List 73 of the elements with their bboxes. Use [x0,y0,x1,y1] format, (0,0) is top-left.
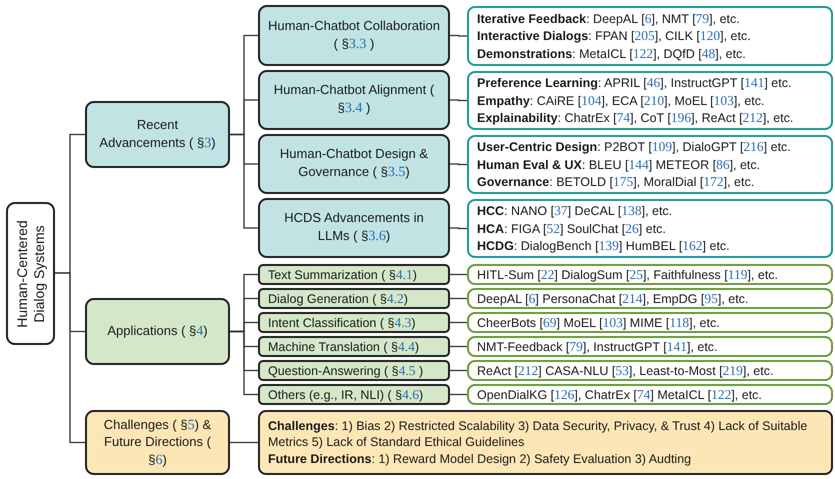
category-label: Applications ( §4) [106,322,209,341]
method-list-text: Iterative Feedback: DeepAL [6], NMT [79], etc. [477,10,740,28]
method-list-box [467,312,833,333]
category-label: Human-Chatbot Alignment ( §3.4 ) [272,82,436,118]
category-box [258,198,450,258]
root-box [6,202,55,345]
category-box [85,101,230,168]
method-list-text: Future Directions: 1) Reward Model Design 2) Safety Evaluation 3) Audting [268,450,692,467]
category-box [258,360,450,381]
category-label: HCDS Advancements in LLMs ( §3.6) [283,210,425,246]
method-list-text: Governance: BETOLD [175], MoralDial [172], etc. [477,173,754,191]
method-list-text: Empathy: CAiRE [104], ECA [210], MoEL [103], etc. [477,92,764,110]
method-list-text: CheerBots [69] MoEL [103] MIME [118], etc. [477,314,720,332]
category-label: Challenges ( §5) & Future Directions ( §6) [102,416,212,470]
method-list-box [467,135,833,194]
tree-connector [450,298,467,300]
category-box [258,384,450,405]
method-list-text: DeepAL [6] PersonaChat [214], EmpDG [95], etc. [477,290,748,308]
tree-connector [450,227,467,230]
tree-connector [55,272,85,444]
tree-connector [230,330,258,396]
category-label: Question-Answering ( §4.5 ) [268,362,424,380]
method-list-box [467,199,833,258]
category-label: Human-Chatbot Design & Governance ( §3.5) [278,146,430,182]
category-box [258,70,450,130]
method-list-text: Explainability: ChatrEx [74], CoT [196], ReAct [212], etc. [477,109,794,127]
tree-connector [450,394,467,396]
category-box [258,5,450,66]
method-list-box [467,264,833,285]
method-list-text: HCC: NANO [37] DeCAL [138], etc. [477,202,672,220]
method-list-text: Preference Learning: APRIL [46], InstructGPT [141] etc. [477,74,792,92]
category-label: Human-Chatbot Collaboration ( §3.3 ) [267,18,441,54]
method-list-box [467,6,833,66]
method-list-box [258,410,833,475]
tree-connector [450,34,467,37]
method-list-text: Human Eval & UX: BLEU [144] METEOR [86], etc. [477,156,760,174]
tree-connector [450,99,467,102]
method-list-text: ReAct [212] CASA-NLU [53], Least-to-Most [219], etc. [477,362,774,380]
method-list-box [467,336,833,357]
method-list-box [467,360,833,381]
root-label: Human-Centered Dialog Systems [14,218,48,330]
method-list-text: Interactive Dialogs: FPAN [205], CILK [120], etc. [477,27,751,45]
method-list-text: Demonstrations: MetaICL [122], DQfD [48], etc. [477,44,746,62]
category-label: Intent Classification ( §4.3) [268,314,416,332]
tree-connector [450,274,467,276]
category-box [85,410,230,475]
tree-connector [450,370,467,372]
tree-connector [450,163,467,166]
category-box [85,298,230,365]
method-list-box [467,384,833,405]
method-list-text: HCA: FIGA [52] SoulChat [26] etc. [477,220,666,238]
category-box [258,312,450,333]
tree-connector [230,442,258,444]
method-list-box [467,71,833,130]
method-list-text: User-Centric Design: P2BOT [109], DialoGPT [216] etc. [477,138,791,156]
category-box [258,264,450,285]
category-label: Dialog Generation ( §4.2) [268,290,408,308]
method-list-text: NMT-Feedback [79], InstructGPT [141], etc. [477,338,718,356]
method-list-text: HCDG: DialogBench [139] HumBEL [162] etc. [477,237,730,255]
category-box [258,134,450,194]
tree-connector [450,346,467,348]
category-label: Text Summarization ( §4.1) [268,266,417,284]
tree-connector [230,134,258,229]
category-label: Recent Advancements ( §3) [98,116,217,152]
category-label: Machine Translation ( §4.4) [268,338,419,356]
category-label: Others (e.g., IR, NLI) ( §4.6) [268,386,424,404]
method-list-text: HITL-Sum [22] DialogSum [25], Faithfulness [119], etc. [477,266,778,284]
tree-connector [450,322,467,324]
method-list-text: Challenges: 1) Bias 2) Restricted Scalability 3) Data Security, Privacy, & Trust 4) Lack of Suitable Metrics 5) Lack of Standard Ethical Guidelines [268,418,808,451]
method-list-box [467,288,833,309]
category-box [258,336,450,357]
category-box [258,288,450,309]
method-list-text: OpenDialKG [126], ChatrEx [74] MetaICL [122], etc. [477,386,762,404]
